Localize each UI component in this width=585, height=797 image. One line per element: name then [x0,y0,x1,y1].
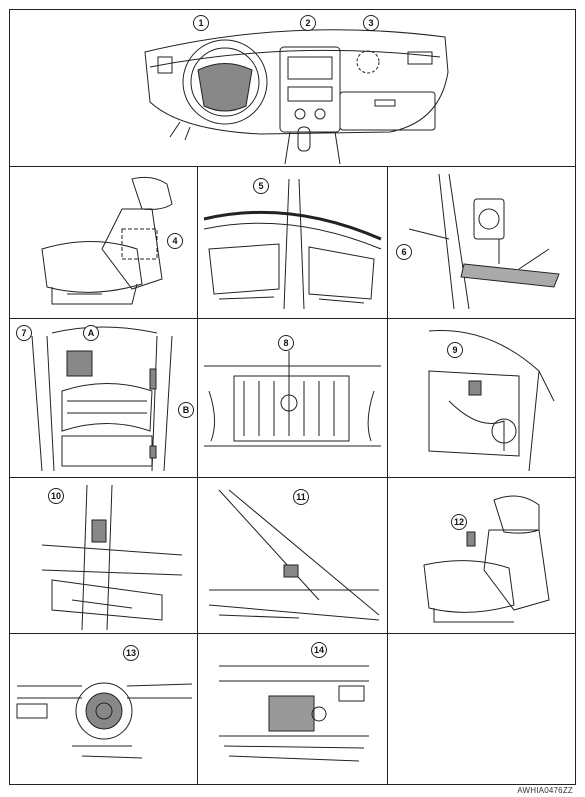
row-divider [9,318,576,319]
callout-5: 5 [253,178,269,194]
callout-A: A [83,325,99,341]
column-divider [197,166,198,785]
front-crash-zone-sensor-illustration [199,321,386,475]
callout-6: 6 [396,244,412,260]
callout-1: 1 [193,15,209,31]
callout-B: B [178,402,194,418]
center-pillar-sensor-illustration [12,480,196,631]
column-divider [387,166,388,785]
spiral-cable-illustration [12,636,196,783]
callout-13: 13 [123,645,139,661]
seat-occupant-sensor-illustration [12,169,196,316]
pillar-sensor-illustration [199,480,386,631]
callout-11: 11 [293,489,309,505]
seat-sensor-illustration [389,480,574,631]
row-divider [9,166,576,167]
side-airbag-satellite-sensor-illustration [389,321,574,475]
figure-id: AWHIA0476ZZ [517,786,573,795]
curtain-airbag-illustration [199,169,386,316]
seat-belt-pretensioner-illustration [389,169,574,316]
side-airbag-module-illustration [12,321,196,475]
callout-3: 3 [363,15,379,31]
control-unit-illustration [199,636,386,783]
callout-7: 7 [16,325,32,341]
callout-10: 10 [48,488,64,504]
callout-12: 12 [451,514,467,530]
row-divider [9,477,576,478]
dashboard-illustration [140,12,455,164]
callout-9: 9 [447,342,463,358]
callout-14: 14 [311,642,327,658]
callout-2: 2 [300,15,316,31]
figure-frame [9,9,576,785]
row-divider [9,633,576,634]
callout-4: 4 [167,233,183,249]
callout-8: 8 [278,335,294,351]
